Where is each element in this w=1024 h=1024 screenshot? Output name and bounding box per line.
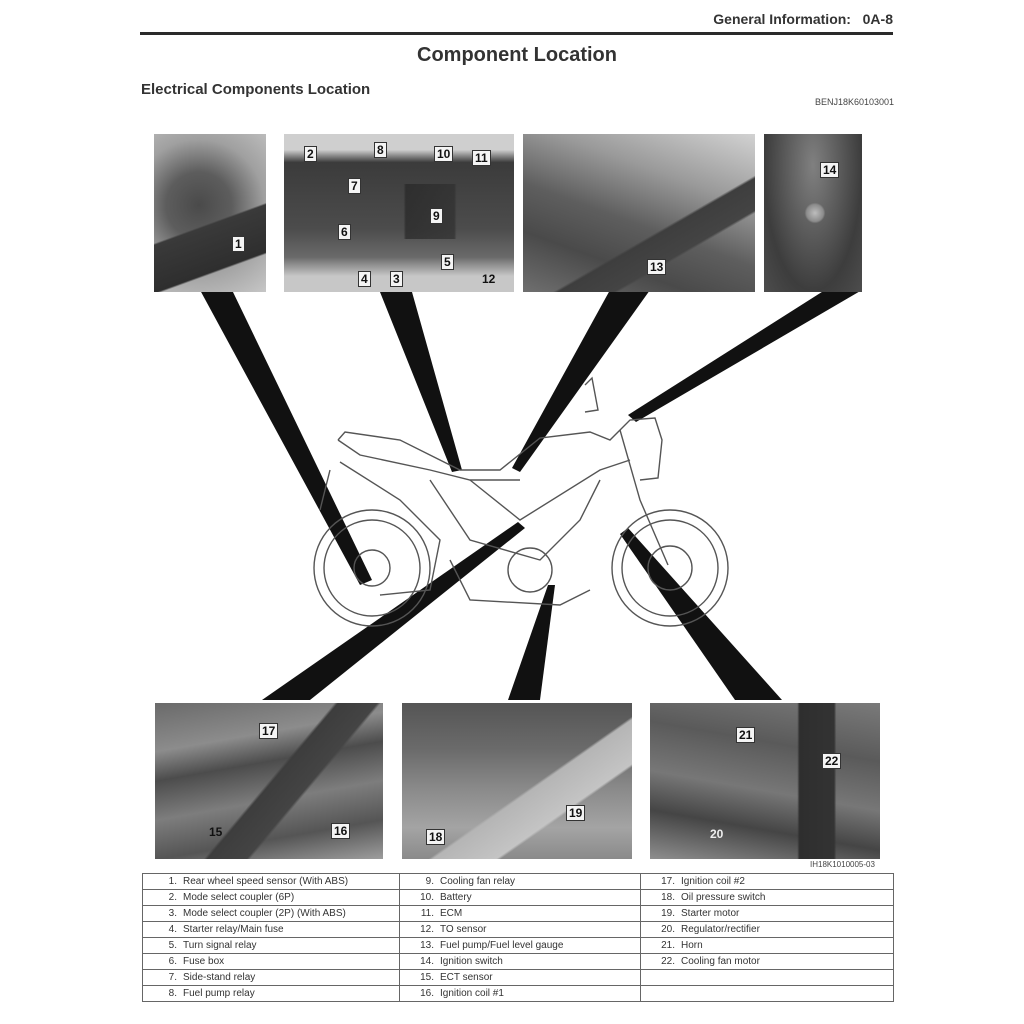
callout-20: 20 <box>710 827 724 841</box>
legend-cell: 10.Battery <box>399 889 641 906</box>
legend-cell: 3.Mode select coupler (2P) (With ABS) <box>142 905 400 922</box>
photo-panel-ignition: 14 <box>764 134 862 292</box>
figure-code: IH18K1010005-03 <box>810 860 875 869</box>
table-row: 6.Fuse box 14.Ignition switch 22.Cooling… <box>142 953 894 970</box>
photo-panel-horn: 21 22 20 <box>650 703 880 859</box>
callout-10: 10 <box>434 146 454 162</box>
photo-panel-fuel-tank: 13 <box>523 134 755 292</box>
table-row: 4.Starter relay/Main fuse 12.TO sensor 2… <box>142 921 894 938</box>
legend-cell: 18.Oil pressure switch <box>640 889 894 906</box>
legend-cell <box>640 985 894 1002</box>
callout-2: 2 <box>304 146 317 162</box>
component-legend-table: 1.Rear wheel speed sensor (With ABS) 9.C… <box>142 873 894 1002</box>
callout-6: 6 <box>338 224 351 240</box>
photo-panel-coils: 17 15 16 <box>155 703 383 859</box>
callout-7: 7 <box>348 178 361 194</box>
table-row: 7.Side-stand relay 15.ECT sensor <box>142 969 894 986</box>
legend-cell: 16.Ignition coil #1 <box>399 985 641 1002</box>
table-row: 2.Mode select coupler (6P) 10.Battery 18… <box>142 889 894 906</box>
legend-cell: 20.Regulator/rectifier <box>640 921 894 938</box>
legend-cell: 15.ECT sensor <box>399 969 641 986</box>
legend-cell: 1.Rear wheel speed sensor (With ABS) <box>142 873 400 890</box>
legend-cell: 5.Turn signal relay <box>142 937 400 954</box>
callout-14: 14 <box>820 162 840 178</box>
legend-cell: 8.Fuel pump relay <box>142 985 400 1002</box>
callout-13: 13 <box>647 259 667 275</box>
legend-cell: 21.Horn <box>640 937 894 954</box>
photo-panel-under-seat: 2 3 4 5 6 7 8 9 10 11 12 <box>284 134 514 292</box>
running-header: General Information: 0A-8 <box>140 8 893 35</box>
callout-3: 3 <box>390 271 403 287</box>
table-row: 3.Mode select coupler (2P) (With ABS) 11… <box>142 905 894 922</box>
legend-cell: 17.Ignition coil #2 <box>640 873 894 890</box>
legend-cell: 19.Starter motor <box>640 905 894 922</box>
callout-4: 4 <box>358 271 371 287</box>
callout-9: 9 <box>430 208 443 224</box>
legend-cell: 12.TO sensor <box>399 921 641 938</box>
reference-code: BENJ18K60103001 <box>814 97 894 107</box>
callout-12: 12 <box>482 272 496 286</box>
callout-15: 15 <box>209 825 223 839</box>
table-row: 5.Turn signal relay 13.Fuel pump/Fuel le… <box>142 937 894 954</box>
table-row: 8.Fuel pump relay 16.Ignition coil #1 <box>142 985 894 1002</box>
callout-18: 18 <box>426 829 446 845</box>
legend-cell: 22.Cooling fan motor <box>640 953 894 970</box>
photo-panel-rear-wheel: 1 <box>154 134 266 292</box>
legend-cell: 14.Ignition switch <box>399 953 641 970</box>
section-title: Electrical Components Location <box>141 81 371 98</box>
legend-cell: 13.Fuel pump/Fuel level gauge <box>399 937 641 954</box>
callout-1: 1 <box>232 236 245 252</box>
callout-8: 8 <box>374 142 387 158</box>
photo-panel-starter: 18 19 <box>402 703 632 859</box>
callout-17: 17 <box>259 723 279 739</box>
legend-cell: 7.Side-stand relay <box>142 969 400 986</box>
legend-cell: 11.ECM <box>399 905 641 922</box>
table-row: 1.Rear wheel speed sensor (With ABS) 9.C… <box>142 873 894 890</box>
legend-cell <box>640 969 894 986</box>
callout-21: 21 <box>736 727 756 743</box>
legend-cell: 9.Cooling fan relay <box>399 873 641 890</box>
legend-cell: 6.Fuse box <box>142 953 400 970</box>
callout-5: 5 <box>441 254 454 270</box>
header-text: General Information: 0A-8 <box>713 11 893 27</box>
callout-11: 11 <box>472 150 491 166</box>
page-title: Component Location <box>417 44 617 66</box>
callout-16: 16 <box>331 823 351 839</box>
callout-19: 19 <box>566 805 586 821</box>
legend-cell: 2.Mode select coupler (6P) <box>142 889 400 906</box>
callout-22: 22 <box>822 753 842 769</box>
legend-cell: 4.Starter relay/Main fuse <box>142 921 400 938</box>
